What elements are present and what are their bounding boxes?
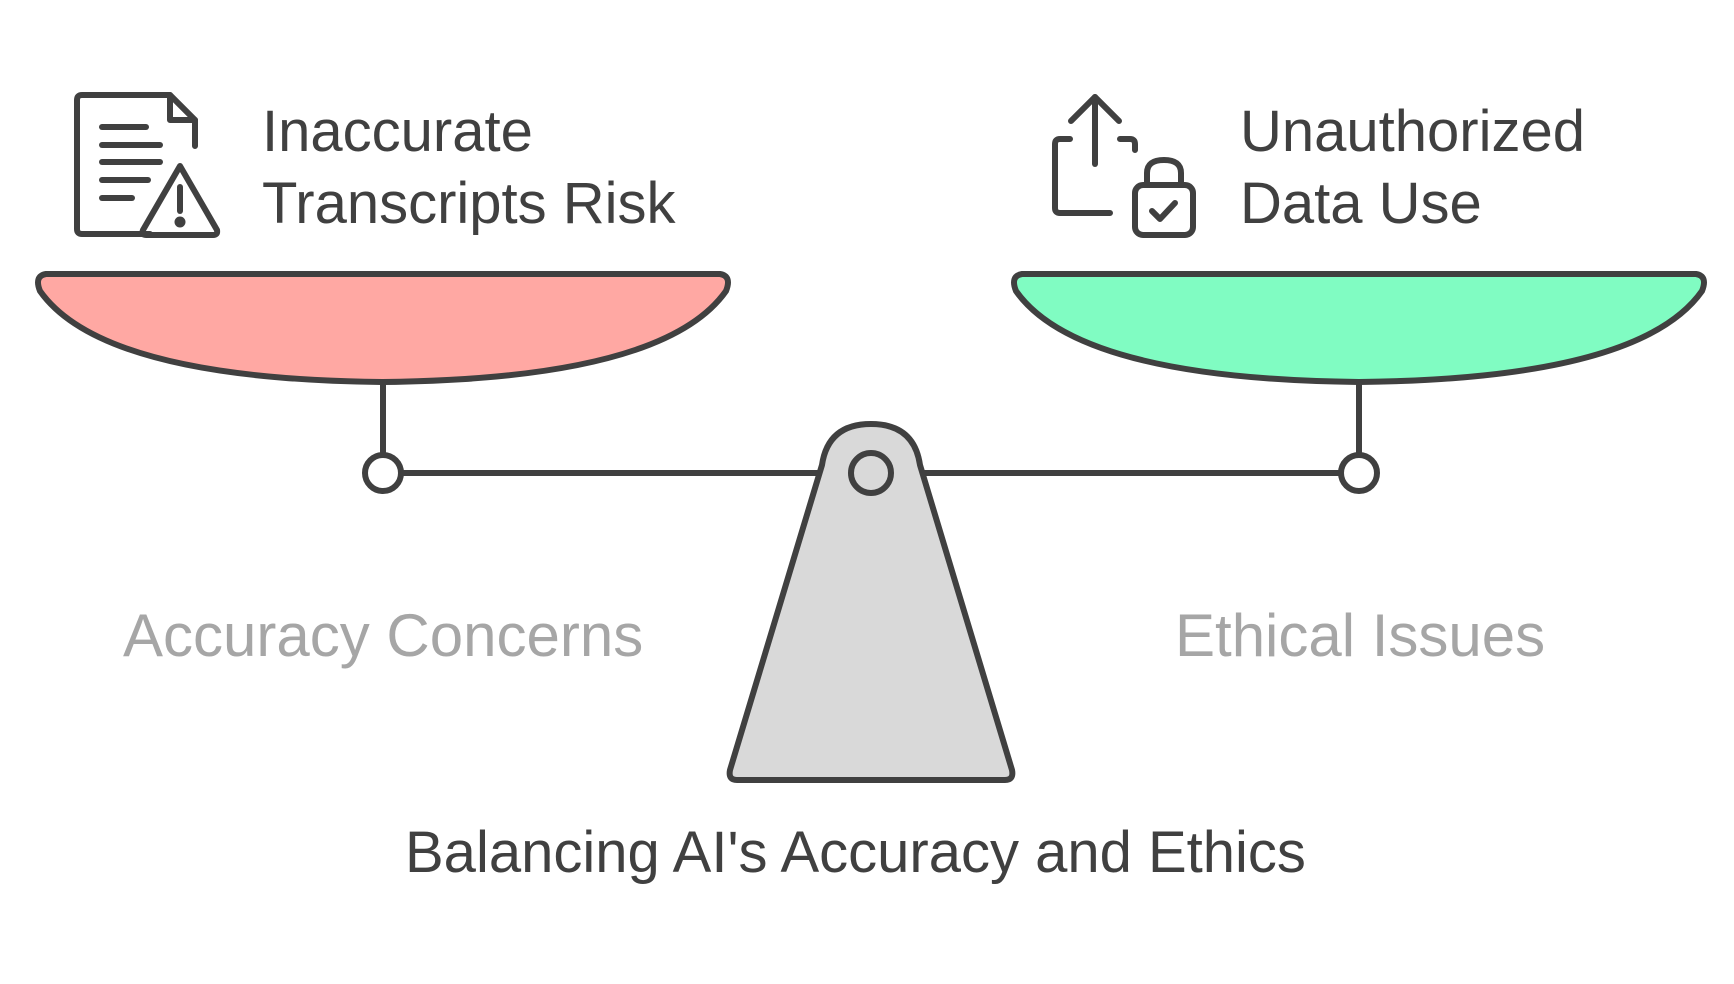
left-item-line2: Transcripts Risk — [262, 171, 676, 236]
right-scale-pan — [1011, 271, 1707, 385]
right-category-label: Ethical Issues — [1175, 602, 1546, 669]
right-item-label: Unauthorized Data Use — [1240, 96, 1585, 240]
diagram-title: Balancing AI's Accuracy and Ethics — [405, 820, 1306, 885]
left-scale-pan — [35, 271, 731, 385]
left-joint — [362, 452, 404, 494]
upload-lock-icon — [1052, 94, 1196, 238]
fulcrum-pivot — [848, 450, 894, 496]
document-warning-icon — [74, 92, 221, 238]
left-category-label: Accuracy Concerns — [123, 602, 644, 669]
right-item-line2: Data Use — [1240, 171, 1482, 236]
right-joint — [1338, 452, 1380, 494]
right-item-line1: Unauthorized — [1240, 99, 1585, 164]
left-item-line1: Inaccurate — [262, 99, 533, 164]
left-item-label: Inaccurate Transcripts Risk — [262, 96, 676, 240]
fulcrum-stand — [726, 421, 1016, 783]
